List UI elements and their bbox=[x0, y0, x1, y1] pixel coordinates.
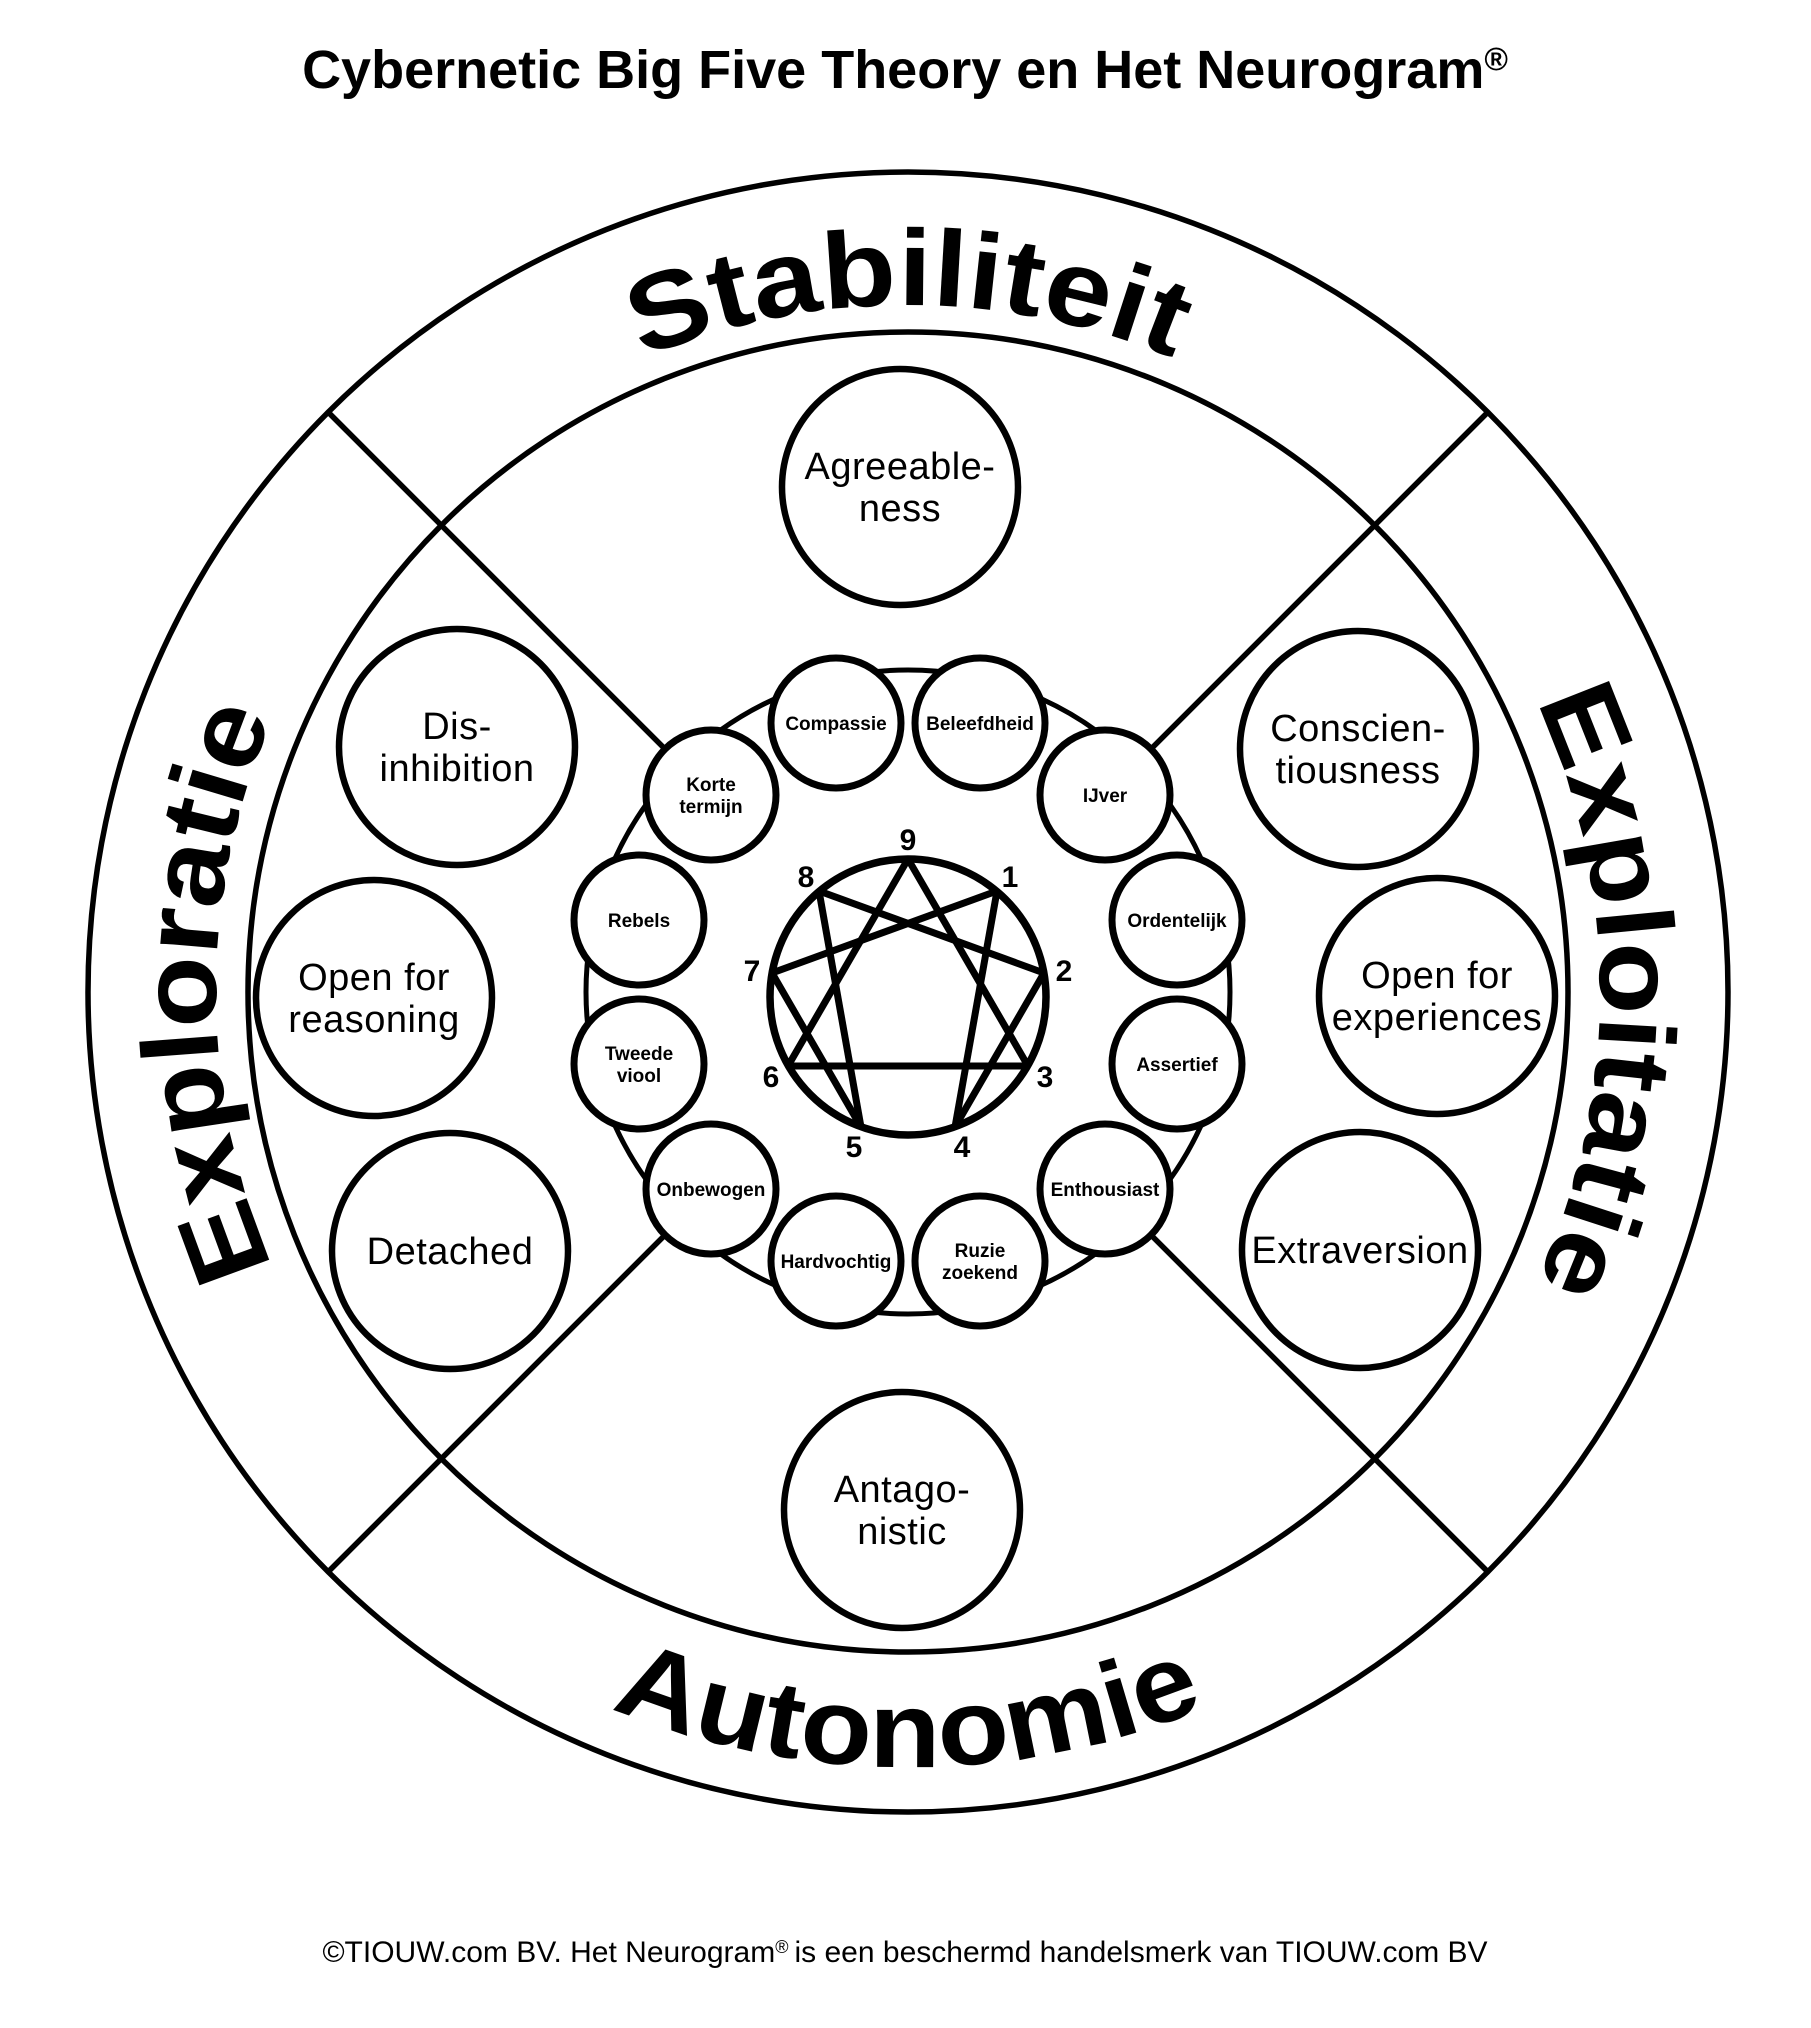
ring-label-stabiliteit: Stabiliteit bbox=[610, 206, 1209, 379]
quadrant-divider-ne bbox=[1134, 410, 1490, 766]
enneagram-number-3: 3 bbox=[1037, 1061, 1054, 1094]
enneagram-number-2: 2 bbox=[1056, 955, 1073, 988]
enneagram-number-7: 7 bbox=[744, 955, 761, 988]
big5-circle-antagonistic bbox=[780, 1388, 1024, 1632]
facet-label-compassie: Compassie bbox=[785, 714, 886, 735]
enneagram-number-5: 5 bbox=[846, 1131, 863, 1164]
big5-label-disinhibition: Dis-inhibition bbox=[380, 706, 535, 790]
registered-mark-icon: ® bbox=[1484, 41, 1508, 77]
big5-label-conscientiousness: Conscien-tiousness bbox=[1270, 708, 1446, 792]
facet-circle-hardvochtig bbox=[767, 1192, 905, 1330]
quadrant-divider-se bbox=[1134, 1218, 1490, 1574]
facet-circle-beleefdheid bbox=[911, 654, 1049, 792]
enneagram-number-6: 6 bbox=[763, 1061, 780, 1094]
facet-label-ordentelijk: Ordentelijk bbox=[1127, 911, 1227, 932]
footer-text: ©TIOUW.com BV. Het Neurogram®is een besc… bbox=[322, 1936, 1487, 1969]
big5-label-antagonistic: Antago-nistic bbox=[834, 1469, 971, 1553]
facet-circle-korte-termijn bbox=[642, 726, 780, 864]
facet-ring-circle bbox=[583, 667, 1233, 1317]
facet-circle-assertief bbox=[1108, 995, 1246, 1133]
big5-label-extraversion: Extraversion bbox=[1251, 1230, 1468, 1272]
big5-circle-disinhibition bbox=[335, 625, 579, 869]
enneagram-line-2-8 bbox=[817, 887, 1046, 977]
facet-label-onbewogen: Onbewogen bbox=[657, 1180, 766, 1201]
diagram-title: Cybernetic Big Five Theory en Het Neurog… bbox=[302, 40, 1508, 100]
facet-circle-ordentelijk bbox=[1108, 851, 1246, 989]
big5-circle-extraversion bbox=[1238, 1128, 1482, 1372]
enneagram-number-1: 1 bbox=[1002, 861, 1019, 894]
outer-circle bbox=[85, 169, 1731, 1815]
big5-circle-open-for-reasoning bbox=[252, 876, 496, 1120]
enneagram-number-8: 8 bbox=[798, 861, 815, 894]
facet-circle-ruzie-zoekend bbox=[911, 1192, 1049, 1330]
big5-circles: Agreeable-ness Conscien-tiousness Open f… bbox=[252, 365, 1559, 1632]
facet-circle-ijver bbox=[1036, 726, 1174, 864]
facet-label-beleefdheid: Beleefdheid bbox=[926, 714, 1034, 735]
enneagram-line-4-2 bbox=[951, 971, 1048, 1129]
facet-circles: Compassie Beleefdheid IJver Ordentelijk … bbox=[570, 654, 1246, 1330]
enneagram-circle bbox=[766, 855, 1050, 1139]
facet-label-rebels: Rebels bbox=[608, 911, 670, 932]
enneagram-line-1-4 bbox=[951, 890, 1001, 1128]
facet-label-ijver: IJver bbox=[1083, 786, 1128, 807]
quadrant-divider-nw bbox=[326, 410, 682, 766]
enneagram-line-7-1 bbox=[770, 887, 999, 977]
big5-label-detached: Detached bbox=[367, 1231, 534, 1273]
enneagram: 9 1 2 3 4 5 6 7 8 bbox=[744, 824, 1073, 1164]
ring-label-autonomie: Autonomie bbox=[603, 1616, 1214, 1790]
big5-circle-agreeableness bbox=[778, 365, 1022, 609]
big5-label-agreeableness: Agreeable-ness bbox=[805, 446, 996, 530]
facet-circle-rebels bbox=[570, 851, 708, 989]
facet-label-assertief: Assertief bbox=[1136, 1055, 1218, 1076]
enneagram-number-4: 4 bbox=[954, 1131, 971, 1164]
ring-inner-circle bbox=[245, 329, 1571, 1655]
facet-circle-tweede-viool bbox=[570, 995, 708, 1133]
facet-circle-compassie bbox=[767, 654, 905, 792]
enneagram-line-5-7 bbox=[768, 971, 865, 1129]
facet-label-hardvochtig: Hardvochtig bbox=[781, 1252, 892, 1273]
enneagram-number-9: 9 bbox=[900, 824, 917, 857]
big5-circle-detached bbox=[328, 1129, 572, 1373]
facet-circle-enthousiast bbox=[1036, 1120, 1174, 1258]
facet-circle-onbewogen bbox=[642, 1120, 780, 1258]
registered-mark-icon: ® bbox=[775, 1937, 788, 1957]
big5-circle-open-for-experiences bbox=[1315, 874, 1559, 1118]
enneagram-line-8-5 bbox=[815, 890, 865, 1128]
big5-circle-conscientiousness bbox=[1236, 627, 1480, 871]
quadrant-divider-sw bbox=[326, 1218, 682, 1574]
facet-label-enthousiast: Enthousiast bbox=[1051, 1180, 1160, 1201]
